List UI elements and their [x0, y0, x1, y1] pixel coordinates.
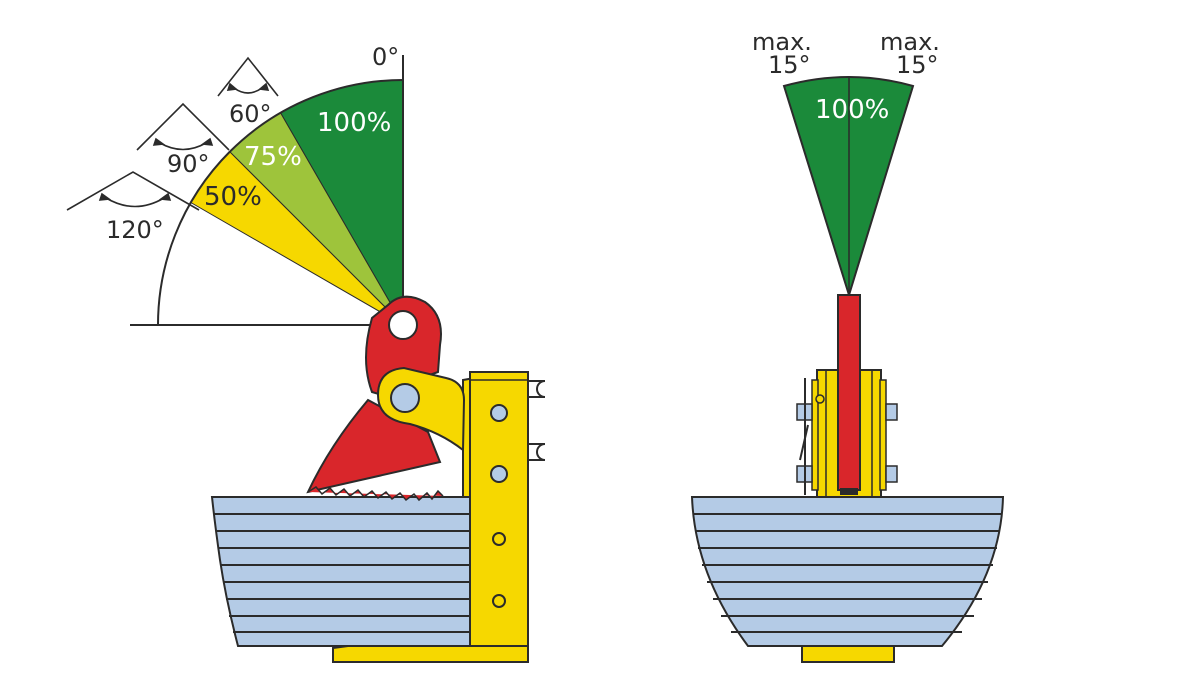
- tilt-limit-right-line1: max.: [880, 28, 940, 56]
- clamp-jaw-side: [306, 295, 466, 502]
- pivot-pin: [390, 383, 420, 413]
- sector-side-label-100: 100%: [815, 95, 889, 125]
- sling-angle-120-symbol: [66, 171, 200, 211]
- tilt-limit-left-line1: max.: [752, 28, 812, 56]
- clamp-hole-2: [490, 465, 508, 483]
- tilt-limit-right-line2: 15°: [896, 51, 939, 79]
- clamp-jaw-front: [837, 294, 861, 491]
- sling-angle-90-symbol: [136, 102, 230, 151]
- lifting-eye-hole: [388, 310, 418, 340]
- clamp-body-front: [796, 294, 898, 663]
- clamp-hole-4: [492, 594, 506, 608]
- sector-label-100: 100%: [317, 108, 391, 138]
- clamp-body-side: [332, 371, 546, 663]
- sector-label-50: 50%: [204, 182, 262, 212]
- angle-label-120: 120°: [106, 216, 164, 244]
- clamp-hole-1: [490, 404, 508, 422]
- steel-plate-stack-front: [690, 496, 1005, 647]
- spring-pin-icon: [528, 380, 546, 461]
- left-view: 0° 60° 90° 120° 100% 75% 50%: [66, 43, 546, 663]
- sling-angle-60-symbol: [217, 56, 279, 97]
- angle-label-0: 0°: [372, 43, 399, 71]
- right-view: max. 15° max. 15° 100%: [690, 28, 1005, 663]
- sector-label-75: 75%: [244, 142, 302, 172]
- angle-label-60: 60°: [229, 100, 272, 128]
- tilt-limit-left-line2: 15°: [768, 51, 811, 79]
- angle-reference-arc: [157, 79, 404, 326]
- clamp-hole-3: [492, 532, 506, 546]
- cam-teeth: [307, 486, 444, 502]
- angle-label-90: 90°: [167, 150, 210, 178]
- steel-plate-stack-side: [210, 496, 471, 647]
